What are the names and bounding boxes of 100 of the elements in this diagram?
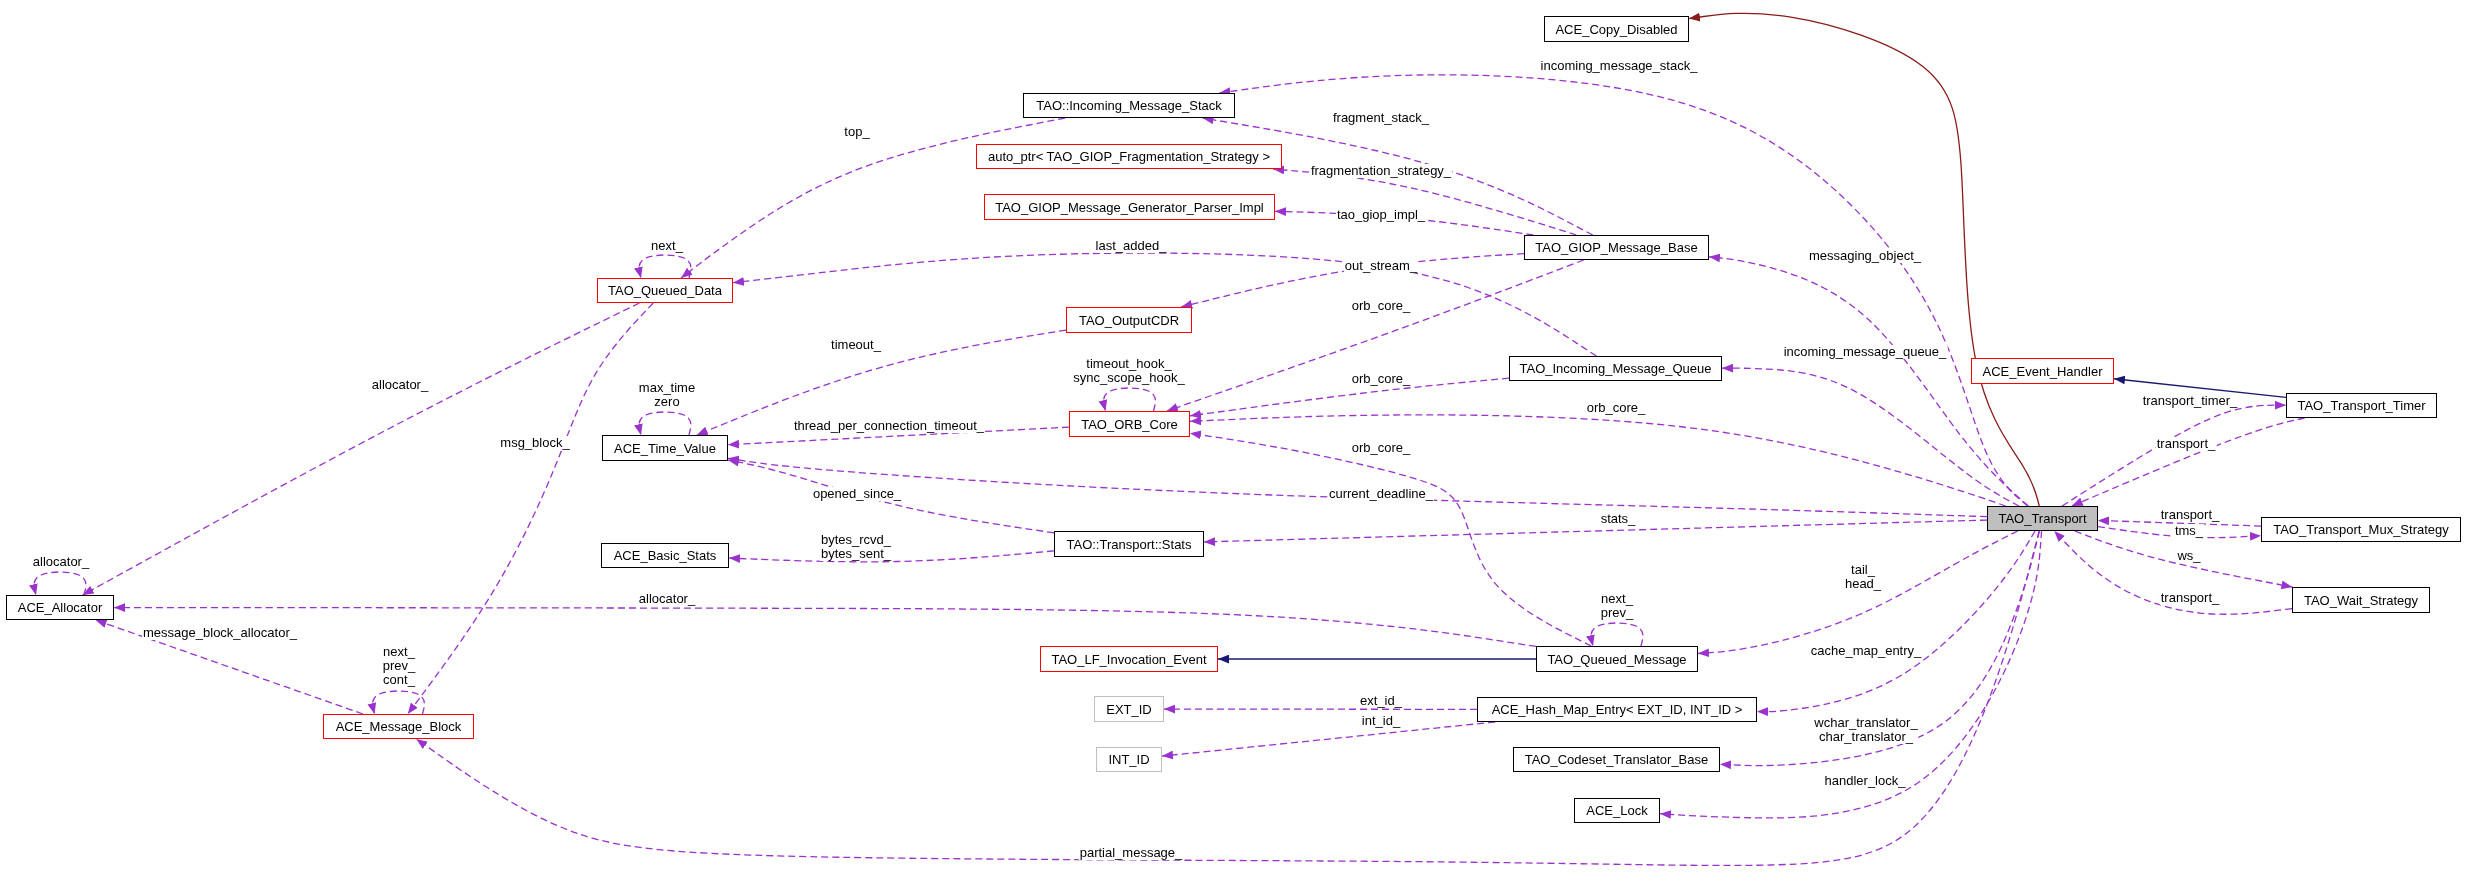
edge-label: fragmentation_strategy_ [1309,164,1453,178]
class-box: ACE_Message_Block [323,714,474,739]
edge-label: int_id_ [1360,714,1402,728]
class-box: ACE_Copy_Disabled [1544,16,1689,42]
class-box: TAO_ORB_Core [1069,411,1190,437]
edge-label: tail_ head_ [1843,563,1883,591]
edge-label: transport_timer_ [2141,394,2239,408]
arrow [1688,12,2040,507]
arrow [1697,530,2019,658]
edge-label: next_ prev_ [1599,592,1635,620]
arrow [1189,430,1592,647]
arrow [1708,253,2029,507]
arrow [680,117,1066,279]
arrow [1719,530,2041,770]
edge-label: orb_core_ [1585,401,1647,415]
arrow [1098,387,1157,412]
arrow [1203,519,1988,546]
edge-label: transport_ [2159,591,2221,605]
edge-label: orb_core_ [1350,299,1412,313]
edge-label: last_added_ [1094,239,1168,253]
class-box: TAO_Queued_Message [1536,646,1698,672]
arrow [1166,259,1585,412]
edge-label: fragment_stack_ [1331,111,1431,125]
edge-label: max_time zero [637,381,697,409]
arrow [1163,704,1478,714]
edge-label: opened_since_ [811,487,903,501]
edge-label: message_block_allocator_ [142,626,298,640]
edge-label: transport_ [2155,437,2217,451]
class-box: ACE_Hash_Map_Entry< EXT_ID, INT_ID > [1477,697,1757,722]
edge-label: allocator_ [370,378,430,392]
arrow [634,254,692,279]
edge-label: ext_id_ [1359,694,1403,708]
arrow [1586,622,1644,647]
class-box: ACE_Lock [1574,798,1660,823]
edge-label: tao_giop_impl_ [1335,208,1427,222]
arrow [1659,530,2043,819]
arrow [2074,530,2294,590]
edge-label: timeout_ [830,338,882,352]
edge-label: cache_map_entry_ [1809,644,1923,658]
edge-label: next_ [650,239,684,253]
edge-label: next_ prev_ cont_ [381,645,417,687]
edge-label: partial_message_ [1078,846,1184,860]
arrow [727,455,1988,518]
class-box: TAO_Wait_Strategy [2292,587,2430,613]
edge-label: tms_ [2173,524,2205,538]
arrow [2071,417,2306,507]
edge-label: msg_block_ [499,436,571,450]
edge-label: incoming_message_stack_ [1539,59,1699,73]
arrow [2053,530,2293,615]
class-box: ACE_Allocator [6,595,114,620]
class-box: TAO_Transport [1987,506,2098,531]
arrow [1756,530,2036,717]
edge-label: allocator_ [31,555,91,569]
class-box: ACE_Event_Handler [1971,358,2114,384]
arrow [1217,654,1537,664]
class-box: TAO::Incoming_Message_Stack [1023,93,1235,118]
class-box: ACE_Basic_Stats [601,543,729,568]
arrow [1721,363,2020,507]
arrow [415,530,2040,867]
arrow [113,603,1537,648]
edge-label: stats_ [1599,512,1637,526]
arrow [1189,414,2007,507]
arrow [727,426,1070,449]
class-box: ACE_Time_Value [602,435,728,461]
class-box: TAO_Queued_Data [597,278,733,303]
arrow [367,690,426,715]
class-box: TAO_OutputCDR [1066,307,1192,333]
class-box: TAO_GIOP_Message_Base [1524,235,1709,260]
edge-label: handler_lock_ [1823,774,1907,788]
arrow [407,302,654,715]
edge-label: top_ [843,125,871,139]
arrow [2097,516,2262,527]
edge-label: incoming_message_queue_ [1782,345,1948,359]
class-box: INT_ID [1096,747,1162,772]
arrow [634,411,692,436]
edge-label: thread_per_connection_timeout_ [792,419,986,433]
arrow [29,571,87,596]
arrow [2113,375,2287,398]
arrow [728,550,1055,563]
arrow [94,619,364,715]
class-box: TAO_Transport_Mux_Strategy [2261,517,2461,542]
class-box: TAO_Codeset_Translator_Base [1513,747,1720,772]
class-box: TAO_LF_Invocation_Event [1040,646,1218,672]
arrow [2061,400,2287,507]
class-box: EXT_ID [1094,696,1164,722]
edge-label: timeout_hook_ sync_scope_hook_ [1072,357,1186,385]
class-box: TAO_Transport_Timer [2286,393,2437,418]
class-box: auto_ptr< TAO_GIOP_Fragmentation_Strategy > [976,144,1282,169]
edge-label: messaging_object_ [1808,249,1922,263]
class-box: TAO_Incoming_Message_Queue [1509,356,1722,381]
arrow [1189,377,1510,419]
class-box: TAO::Transport::Stats [1054,531,1204,557]
arrow [1218,74,2029,507]
edge-label: allocator_ [637,592,697,606]
arrow [732,252,1597,357]
arrow [82,302,641,596]
edge-label: wchar_translator_ char_translator_ [1813,716,1919,744]
edge-label: orb_core_ [1350,372,1412,386]
class-box: TAO_GIOP_Message_Generator_Parser_Impl [984,194,1275,220]
arrow [1272,165,1578,236]
